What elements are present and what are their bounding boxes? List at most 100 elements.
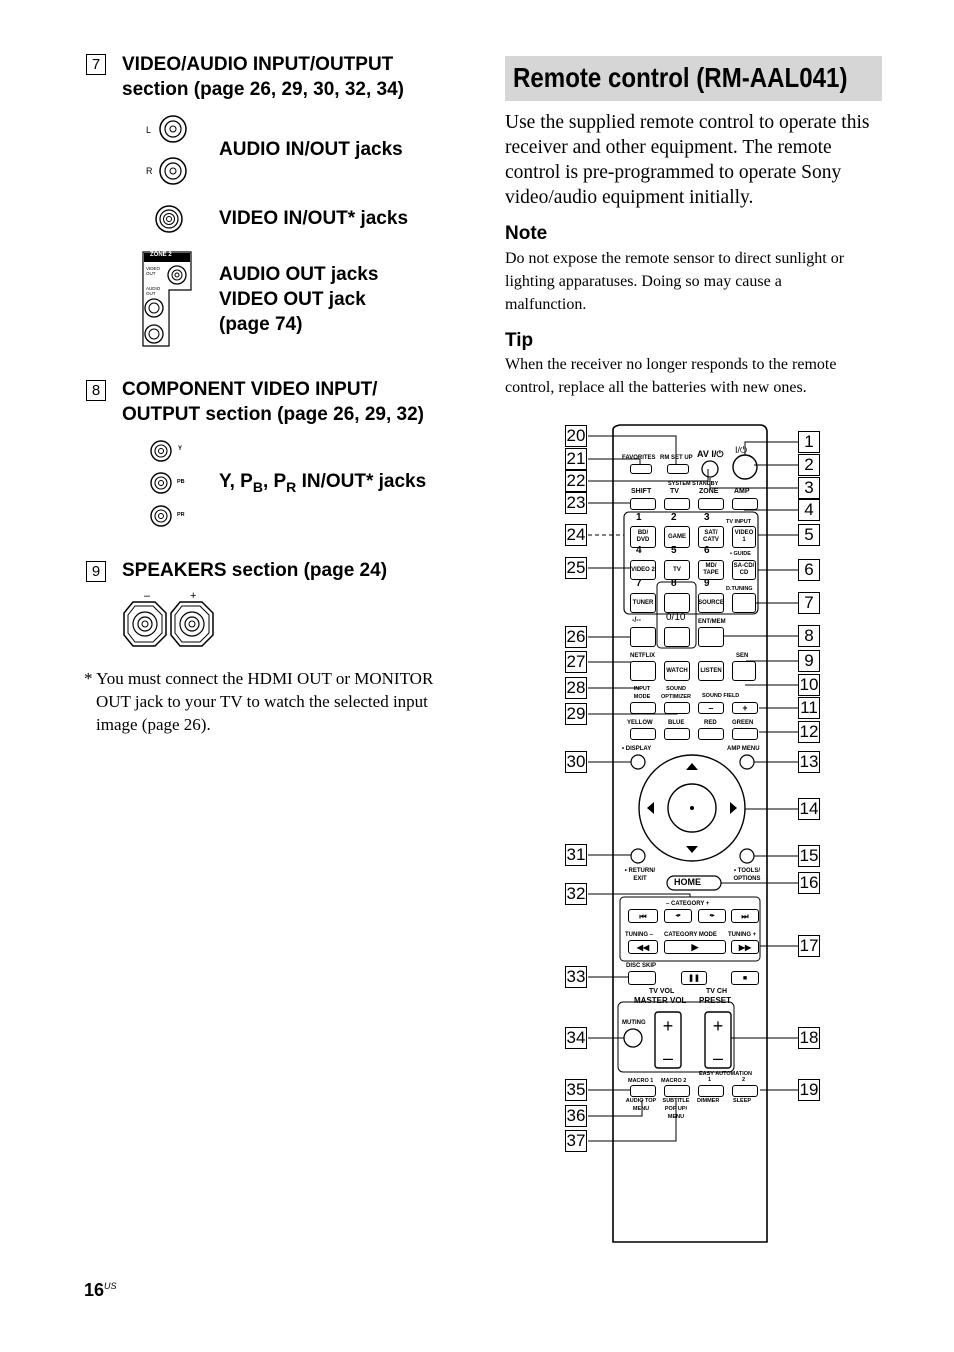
callout-33: 33 bbox=[565, 966, 587, 988]
subtitle-button[interactable] bbox=[664, 1085, 690, 1097]
red-button[interactable] bbox=[698, 728, 724, 740]
category-mode-label: CATEGORY MODE bbox=[664, 932, 717, 938]
muting-button[interactable] bbox=[624, 1029, 642, 1047]
disc-skip-label: DISC SKIP bbox=[626, 963, 657, 969]
key-9-label: 9 bbox=[704, 578, 710, 589]
callout-4: 4 bbox=[798, 499, 820, 521]
intro-line: video/audio equipment initially. bbox=[505, 187, 754, 208]
tuner-button[interactable]: TUNER bbox=[630, 593, 656, 613]
master-vol-plus-button[interactable] bbox=[655, 1012, 681, 1040]
tip-line: control, replace all the batteries with … bbox=[505, 379, 807, 396]
disc-skip-button[interactable] bbox=[628, 971, 656, 985]
section-8-title-line2: OUTPUT section (page 26, 29, 32) bbox=[122, 404, 424, 425]
preset-plus-button[interactable] bbox=[705, 1012, 731, 1040]
fast-forward-button[interactable]: ▶▶ bbox=[731, 940, 759, 954]
intro-line: control is pre-programmed to operate Son… bbox=[505, 162, 842, 183]
rm-setup-button[interactable] bbox=[667, 464, 689, 474]
callout-31: 31 bbox=[565, 844, 587, 866]
game-button[interactable]: GAME bbox=[664, 526, 690, 548]
av-power-label: AV I/⏻ bbox=[697, 449, 724, 459]
key-010-button[interactable] bbox=[664, 627, 690, 647]
component-label-sub-r: R bbox=[286, 478, 297, 495]
dimmer-button[interactable] bbox=[698, 1085, 724, 1097]
master-vol-minus-button[interactable] bbox=[655, 1040, 681, 1068]
sat-catv-button[interactable]: SAT/ CATV bbox=[698, 526, 724, 548]
section-9-title: SPEAKERS section (page 24) bbox=[122, 560, 388, 581]
callout-8: 8 bbox=[798, 625, 820, 647]
input-mode-label: INPUT MODE bbox=[633, 686, 651, 700]
dash-button[interactable] bbox=[630, 627, 656, 647]
callout-18: 18 bbox=[798, 1027, 820, 1049]
listen-button[interactable]: LISTEN bbox=[698, 661, 724, 681]
tv-source-button[interactable]: TV bbox=[664, 560, 690, 580]
note-title: Note bbox=[505, 223, 548, 244]
callout-36: 36 bbox=[565, 1105, 587, 1127]
green-label: GREEN bbox=[732, 720, 754, 726]
callout-23: 23 bbox=[565, 492, 587, 514]
input-mode-button[interactable] bbox=[630, 702, 656, 714]
favorites-button[interactable] bbox=[630, 464, 652, 474]
tip-line: When the receiver no longer responds to … bbox=[505, 356, 837, 373]
sen-button[interactable] bbox=[732, 661, 756, 681]
callout-30: 30 bbox=[565, 751, 587, 773]
callout-27: 27 bbox=[565, 651, 587, 673]
shift-button[interactable] bbox=[630, 498, 656, 510]
footnote: * You must connect the HDMI OUT or MONIT… bbox=[84, 667, 433, 736]
svg-text:+: + bbox=[663, 1016, 674, 1036]
callout-34: 34 bbox=[565, 1027, 587, 1049]
sound-optimizer-button[interactable] bbox=[664, 702, 690, 714]
easy-automation-label: EASY AUTOMATION bbox=[699, 1071, 752, 1077]
return-exit-label: • RETURN/ EXIT bbox=[624, 868, 656, 882]
category-minus-button[interactable]: ◂• bbox=[664, 909, 692, 923]
tv-button[interactable] bbox=[664, 498, 690, 510]
sound-field-label: SOUND FIELD bbox=[702, 693, 740, 699]
blue-button[interactable] bbox=[664, 728, 690, 740]
md-tape-button[interactable]: MD/ TAPE bbox=[698, 560, 724, 580]
sa-cd-button[interactable]: SA-CD/ CD bbox=[732, 560, 756, 580]
section-number-7: 7 bbox=[86, 54, 106, 75]
key-8-button[interactable] bbox=[664, 593, 690, 613]
green-button[interactable] bbox=[732, 728, 758, 740]
pr-jack-label: PR bbox=[177, 512, 185, 518]
bd-dvd-button[interactable]: BD/ DVD bbox=[630, 526, 656, 548]
pause-button[interactable]: ❚❚ bbox=[681, 971, 707, 985]
muting-label: MUTING bbox=[622, 1020, 646, 1026]
tip-title: Tip bbox=[505, 330, 534, 351]
key-3-label: 3 bbox=[704, 512, 710, 523]
amp-button[interactable] bbox=[732, 498, 758, 510]
preset-label: PRESET bbox=[699, 996, 732, 1005]
source-button[interactable]: SOURCE bbox=[698, 593, 724, 613]
amp-menu-label: AMP MENU bbox=[727, 746, 760, 752]
watch-button[interactable]: WATCH bbox=[664, 661, 690, 681]
jack-r-label: R bbox=[146, 166, 153, 176]
play-button[interactable]: ▶ bbox=[664, 940, 726, 954]
speaker-terminals-icon bbox=[123, 601, 214, 647]
sleep-button[interactable] bbox=[732, 1085, 758, 1097]
yellow-button[interactable] bbox=[630, 728, 656, 740]
easy-automation-1-label: 1 bbox=[708, 1077, 712, 1083]
video1-button[interactable]: VIDEO 1 bbox=[732, 526, 756, 548]
rewind-button[interactable]: ◀◀ bbox=[628, 940, 658, 954]
svg-text:–: – bbox=[663, 1048, 673, 1068]
video2-button[interactable]: VIDEO 2 bbox=[630, 560, 656, 580]
next-button[interactable]: ⏭ bbox=[731, 909, 759, 923]
audio-button[interactable] bbox=[630, 1085, 656, 1097]
sound-field-minus-button[interactable]: – bbox=[698, 702, 724, 714]
speaker-minus-label: – bbox=[144, 590, 151, 602]
zone-button[interactable] bbox=[698, 498, 724, 510]
category-plus-button[interactable]: •▸ bbox=[698, 909, 726, 923]
netflix-button[interactable] bbox=[630, 661, 656, 681]
ent-mem-button[interactable] bbox=[698, 627, 724, 647]
tv-ch-label: TV CH bbox=[706, 988, 727, 995]
page-heading: Remote control (RM-AAL041) bbox=[513, 62, 848, 93]
section-number-8: 8 bbox=[86, 380, 106, 401]
component-label-mid: , P bbox=[262, 471, 287, 492]
section-7-title-line2: section (page 26, 29, 30, 32, 34) bbox=[122, 79, 404, 100]
preset-minus-button[interactable] bbox=[705, 1040, 731, 1068]
guide-label: • GUIDE bbox=[730, 551, 751, 557]
home-label: HOME bbox=[674, 877, 701, 887]
d-tuning-button[interactable] bbox=[732, 593, 756, 613]
prev-button[interactable]: ⏮ bbox=[628, 909, 658, 923]
stop-button[interactable]: ■ bbox=[731, 971, 759, 985]
sound-field-plus-button[interactable]: + bbox=[732, 702, 758, 714]
